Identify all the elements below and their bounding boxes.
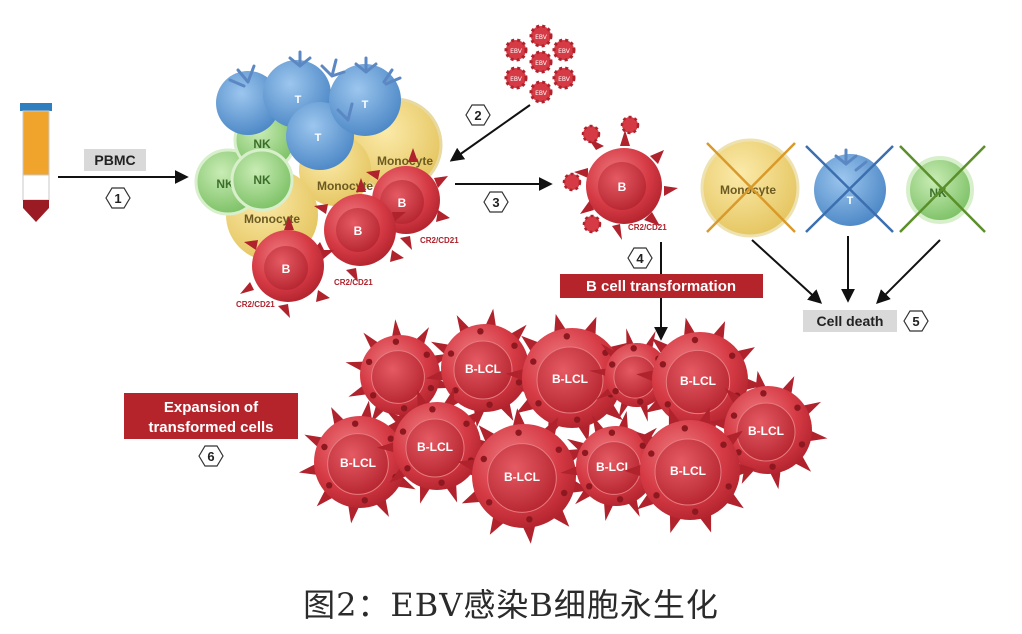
b-lcl-cell: B-LCL: [624, 407, 756, 533]
b-lcl-label: B-LCL: [417, 440, 453, 454]
step-badge-6: 6: [198, 445, 224, 467]
b-lcl-label: B-LCL: [465, 362, 501, 376]
expansion-label-line-1: Expansion of: [164, 399, 259, 416]
b-lcl-label: B-LCL: [552, 372, 588, 386]
dead-monocyte: Monocyte: [700, 138, 800, 238]
b-lcl-cell: B-LCL: [457, 408, 591, 544]
receptor-label: CR2/CD21: [334, 278, 373, 287]
receptor-label: CR2/CD21: [628, 223, 667, 232]
arrow-step-2: [449, 104, 531, 162]
cross-out-icon: [899, 145, 986, 233]
t-cell-label: T: [362, 99, 369, 111]
arrow-to-cell-death-nk: [876, 239, 941, 304]
t-cell-receptor-icon: [834, 148, 868, 172]
b-lcl-cluster: B-LCL B-LCL B-LCL B-LCL B-LCL B-LCL B-LCL B-LCL…: [298, 308, 828, 544]
ebv-virus-particle-icon: EBV: [504, 38, 528, 62]
b-cell-transformation-label: B cell transformation: [560, 274, 763, 298]
b-cell-label: B: [618, 180, 627, 194]
ebv-virus-particle-icon: EBV: [529, 50, 553, 74]
ebv-virus-particle-icon: EBV: [529, 24, 553, 48]
nk-label: NK: [253, 137, 271, 151]
b-lcl-label: B-LCL: [596, 460, 632, 474]
b-lcl-cell: B-LCL: [298, 400, 422, 524]
step-number-2: 2: [474, 108, 481, 123]
step-number-1: 1: [114, 191, 121, 206]
svg-text:EBV: EBV: [510, 76, 523, 83]
ebv-virus-particle-icon: [581, 124, 601, 144]
step-number-5: 5: [912, 314, 919, 329]
b-cell: B: [310, 178, 406, 282]
arrow-to-cell-death-monocyte: [751, 239, 823, 304]
ebv-virus-particle-icon: [562, 172, 582, 192]
monocyte-label: Monocyte: [377, 154, 433, 168]
ebv-virus-particle-icon: EBV: [529, 80, 553, 104]
step-badge-5: 5: [903, 310, 929, 332]
cell-death-text: Cell death: [817, 313, 884, 329]
expansion-label: Expansion of transformed cells: [124, 393, 298, 439]
pbmc-label-text: PBMC: [94, 152, 135, 168]
b-lcl-label: B-LCL: [504, 470, 540, 484]
ebv-virus-particle-icon: [620, 115, 640, 135]
infected-b-cell: B: [562, 115, 678, 240]
b-lcl-cell: B-LCL: [506, 314, 638, 442]
step-badge-3: 3: [483, 191, 509, 213]
monocyte-label: Monocyte: [244, 212, 300, 226]
step-number-4: 4: [636, 251, 644, 266]
b-lcl-cell: B-LCL: [425, 308, 545, 428]
pbmc-label: PBMC: [84, 149, 146, 171]
nk-label: NK: [216, 177, 234, 191]
cell-death-label: Cell death: [803, 310, 897, 332]
b-lcl-cell: B-LCL: [708, 370, 828, 490]
svg-text:EBV: EBV: [535, 90, 548, 97]
ebv-virus-particle-icon: [582, 214, 602, 234]
figure-caption: 图2：EBV感染B细胞永生化: [303, 586, 719, 624]
b-lcl-label: B-LCL: [748, 424, 784, 438]
svg-text:EBV: EBV: [558, 76, 571, 83]
cross-out-icon: [706, 142, 796, 233]
b-lcl-label: B-LCL: [680, 374, 716, 388]
ebv-virus-cluster: EBV EBV EBV EBV EBV EBV EBV: [504, 24, 576, 104]
step-number-6: 6: [207, 449, 214, 464]
b-cell: B: [240, 216, 334, 318]
nk-label: NK: [253, 173, 271, 187]
ebv-virus-particle-icon: EBV: [552, 66, 576, 90]
svg-text:EBV: EBV: [535, 60, 548, 67]
t-cell-receptor-icon: [228, 50, 402, 122]
cross-out-icon: [805, 145, 894, 233]
t-cell-label: T: [847, 195, 854, 207]
b-cell-label: B: [282, 262, 291, 276]
b-lcl-cell: B-LCL: [560, 411, 672, 521]
svg-text:EBV: EBV: [510, 48, 523, 55]
ebv-virus-particle-icon: EBV: [504, 66, 528, 90]
receptor-label: CR2/CD21: [236, 300, 275, 309]
b-lcl-label: B-LCL: [670, 464, 706, 478]
step-badge-1: 1: [105, 187, 131, 209]
b-lcl-label: B-LCL: [340, 456, 376, 470]
svg-text:EBV: EBV: [558, 48, 571, 55]
expansion-label-line-2: transformed cells: [148, 419, 273, 436]
ebv-virus-particle-icon: EBV: [552, 38, 576, 62]
pbmc-cluster: Monocyte Monocyte Monocyte NK NK NK T T …: [194, 50, 459, 318]
svg-text:EBV: EBV: [535, 34, 548, 41]
t-cell-label: T: [315, 132, 322, 144]
receptor-label: CR2/CD21: [420, 236, 459, 245]
step-badge-4: 4: [627, 247, 653, 269]
step-badge-2: 2: [465, 104, 491, 126]
b-cell-transformation-text: B cell transformation: [586, 278, 736, 295]
dead-t-cell: T: [805, 145, 894, 233]
step-number-3: 3: [492, 195, 499, 210]
dead-nk-cell: NK: [899, 145, 986, 233]
blood-sample-tube-icon: [20, 103, 52, 222]
b-cell-label: B: [398, 196, 407, 210]
t-cell-label: T: [295, 94, 302, 106]
b-cell-label: B: [354, 224, 363, 238]
